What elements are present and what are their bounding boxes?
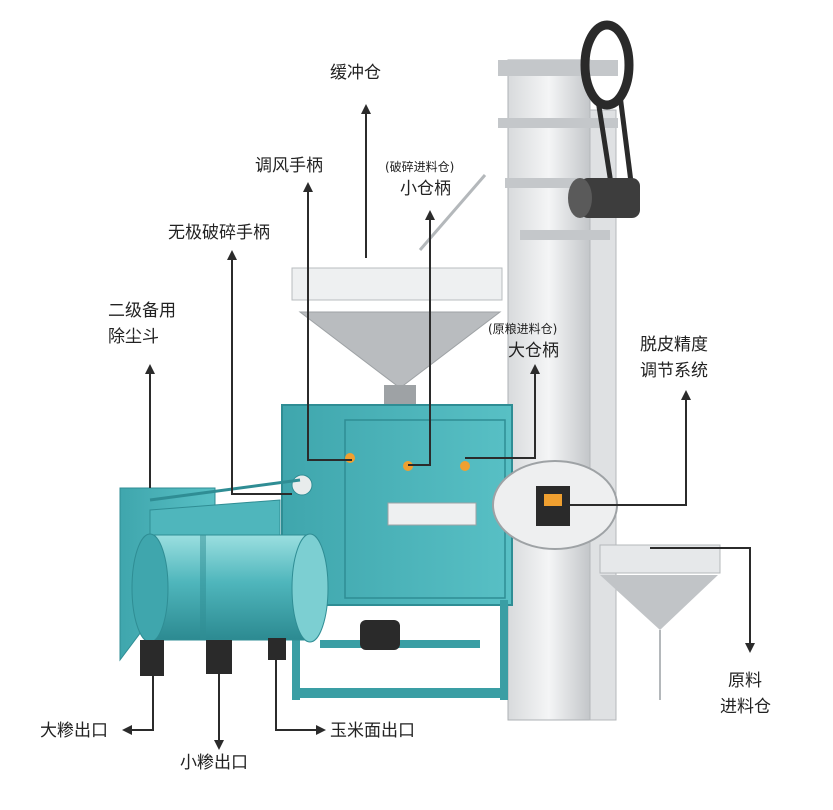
elevator-column xyxy=(498,59,618,721)
label-small-bin-handle: 小仓柄 xyxy=(400,179,451,199)
label-peel-precision-line2: 调节系统 xyxy=(640,361,708,381)
label-peel-precision-line1: 脱皮精度 xyxy=(640,335,708,355)
label-large-grits-outlet: 大糁出口 xyxy=(40,721,108,741)
label-corn-flour-outlet: 玉米面出口 xyxy=(330,721,415,741)
pointer-arrows xyxy=(122,104,755,750)
belt-drive xyxy=(568,20,640,218)
buffer-hopper xyxy=(291,174,503,407)
label-buffer-bin: 缓冲仓 xyxy=(330,63,381,83)
label-raw-grain-feed-note: (原粮进料仓) xyxy=(488,322,558,336)
label-crush-feed-note: (破碎进料仓) xyxy=(385,160,455,174)
label-raw-material-line2: 进料仓 xyxy=(720,697,771,717)
support-frame xyxy=(292,600,508,700)
raw-feed-hopper xyxy=(599,544,721,700)
label-dust-hopper-line2: 除尘斗 xyxy=(108,327,159,347)
peeling-cylinder xyxy=(131,533,329,643)
label-stepless-crush-handle: 无极破碎手柄 xyxy=(168,223,270,243)
label-raw-material-line1: 原料 xyxy=(728,671,762,691)
label-air-handle: 调风手柄 xyxy=(255,156,323,176)
precision-adjust-inset xyxy=(492,460,618,550)
label-dust-hopper-line1: 二级备用 xyxy=(108,301,176,321)
label-large-bin-handle: 大仓柄 xyxy=(508,341,559,361)
label-small-grits-outlet: 小糁出口 xyxy=(180,753,248,773)
outlets xyxy=(140,638,286,676)
